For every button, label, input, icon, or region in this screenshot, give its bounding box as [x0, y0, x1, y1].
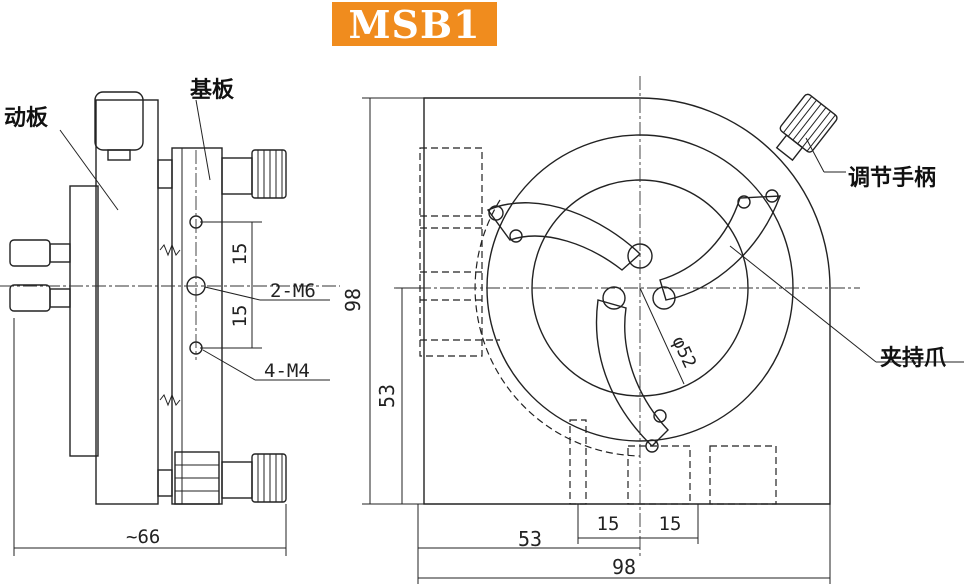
upper-screw-knurl	[251, 149, 287, 199]
left-knob-upper-stem	[49, 243, 71, 263]
leader-clamp-jaw	[729, 245, 877, 363]
hole-m4-label: 4-M4	[264, 360, 310, 382]
left-knob-lower	[9, 284, 51, 312]
top-clamp-neck	[107, 149, 131, 161]
title-badge: MSB1	[332, 1, 497, 47]
upper-adjust-screw	[221, 149, 287, 199]
lower-screw-collar	[221, 461, 253, 499]
front-view: φ52 98 53 53 15 15 98	[341, 76, 964, 584]
leader-moving-plate	[59, 129, 119, 211]
spacing-lower-label: 15	[229, 305, 251, 328]
side-view: 15 15	[0, 91, 340, 556]
leader-base-plate	[195, 99, 211, 181]
front-height-label: 98	[341, 288, 365, 312]
clamp-jaw-right	[659, 195, 782, 301]
left-knob-lower-stem	[49, 288, 71, 308]
hidden-slot-bottom-3	[709, 445, 777, 505]
leader-m6	[204, 286, 261, 301]
small-tab-bottom	[157, 469, 173, 497]
leader-adjust-handle	[805, 137, 825, 173]
base-plate-label: 基板	[190, 78, 235, 103]
clamp-jaw-upper-left	[486, 202, 642, 271]
diameter-label: φ52	[667, 333, 700, 371]
front-plate-outline	[423, 97, 831, 505]
hole-m6-label: 2-M6	[270, 280, 316, 302]
adjust-handle	[775, 93, 838, 162]
hidden-slot-bottom-2	[627, 445, 691, 505]
diameter-dim-line	[639, 287, 685, 385]
left-knob-upper	[9, 239, 51, 267]
center-height-label: 53	[375, 384, 399, 408]
clamp-jaw-bottom	[595, 299, 669, 447]
upper-screw-collar	[221, 157, 253, 195]
small-tab-top	[157, 159, 173, 189]
lower-adjust-screw	[221, 453, 287, 503]
hidden-slot-bottom-1	[569, 419, 587, 505]
spring-upper	[159, 243, 181, 257]
back-flange	[69, 185, 99, 457]
hidden-arc	[474, 199, 641, 457]
hidden-slot-left	[419, 147, 483, 357]
bottom-right-spacing-label: 15	[659, 513, 682, 535]
adjust-handle-label: 调节手柄	[848, 166, 937, 191]
center-offset-label: 53	[518, 527, 542, 551]
left-knobs	[9, 239, 71, 312]
base-plate-body	[171, 147, 223, 505]
side-width-label: ~66	[126, 526, 161, 548]
title-text: MSB1	[348, 1, 481, 47]
spacing-upper-label: 15	[229, 243, 251, 266]
bottom-left-spacing-label: 15	[597, 513, 620, 535]
moving-plate-body	[95, 99, 159, 505]
lower-screw-knurl	[251, 453, 287, 503]
front-width-label: 98	[612, 555, 636, 579]
spring-lower	[159, 393, 181, 407]
clamp-jaw-label: 夹持爪	[880, 346, 947, 371]
leader-m4	[202, 349, 256, 381]
moving-plate-label: 动板	[4, 106, 49, 131]
